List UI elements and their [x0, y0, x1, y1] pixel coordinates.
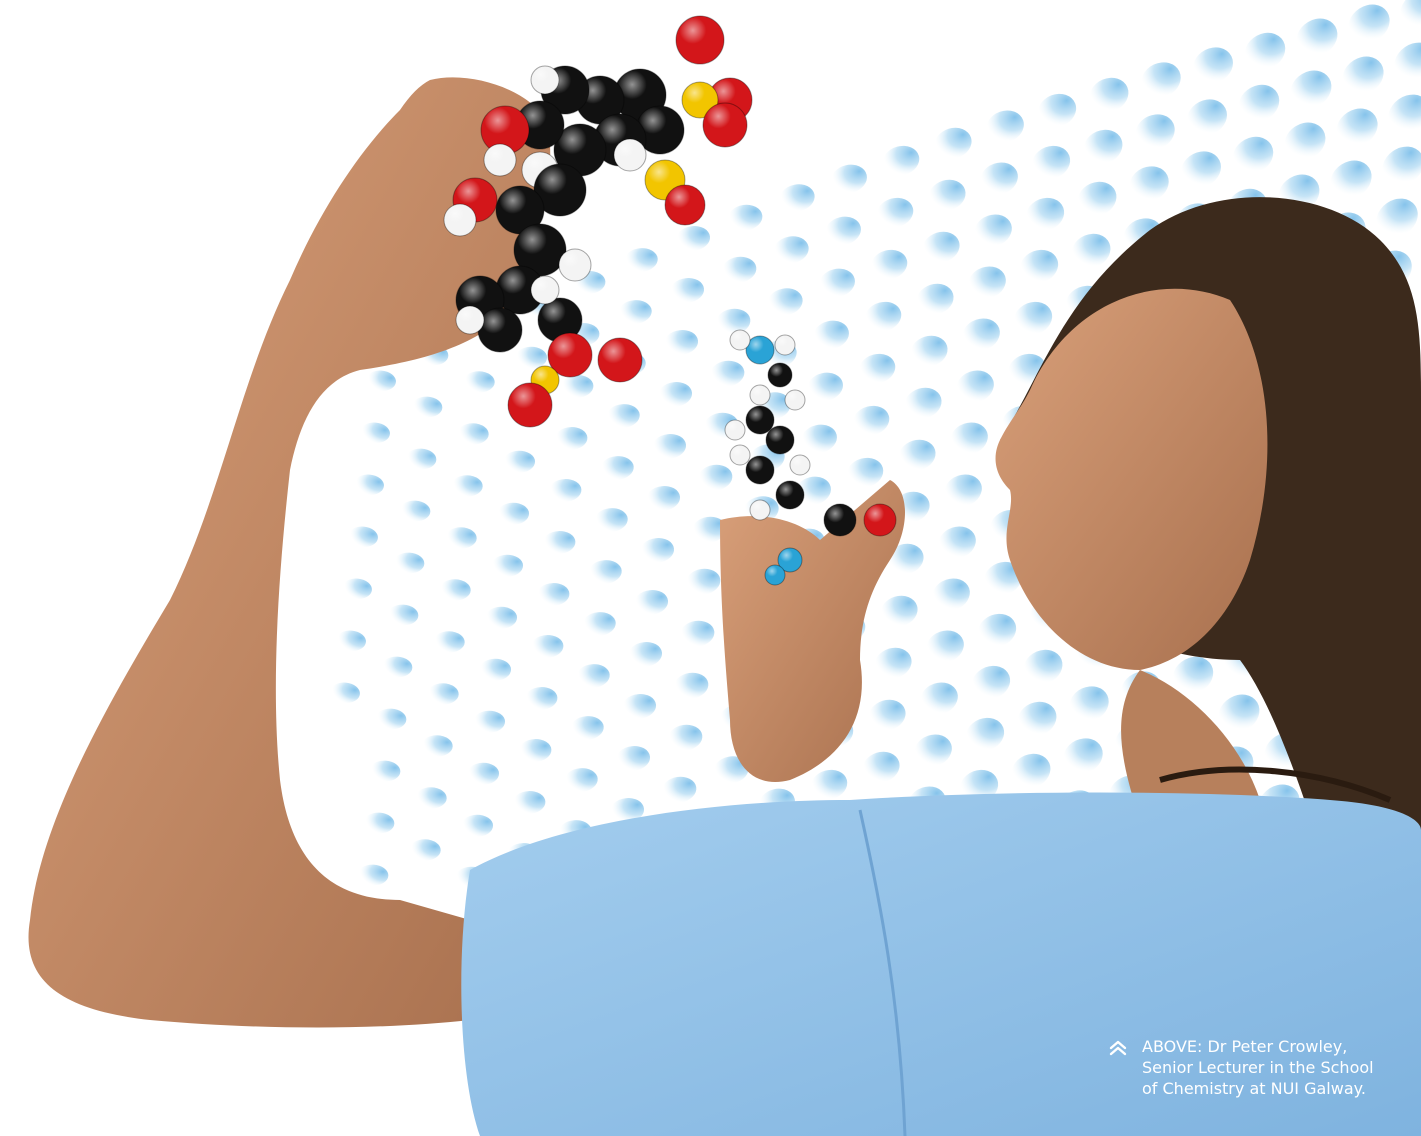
molecule-model-large [443, 15, 753, 428]
person-arm [28, 77, 905, 1028]
caption-line-3: of Chemistry at NUI Galway. [1142, 1079, 1366, 1098]
caption-line-2: Senior Lecturer in the School [1142, 1058, 1374, 1077]
double-chevron-up-icon [1109, 1040, 1127, 1056]
person-head [995, 197, 1421, 901]
molecule-model-small [724, 329, 897, 586]
caption-line-1: ABOVE: Dr Peter Crowley, [1142, 1037, 1348, 1056]
person-shirt [461, 766, 1421, 1136]
caption-text: ABOVE: Dr Peter Crowley, Senior Lecturer… [1142, 1036, 1374, 1099]
